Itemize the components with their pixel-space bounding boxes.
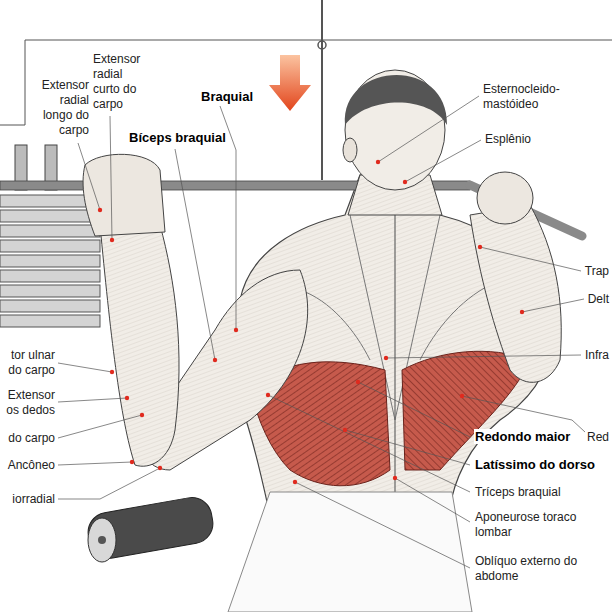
leader-dot — [98, 208, 102, 212]
leader-line — [358, 382, 470, 437]
muscle-label: Esplênio — [484, 132, 532, 147]
weight-plate — [0, 240, 100, 252]
muscle-label: iorradial — [2, 492, 56, 507]
leader-line — [58, 468, 160, 499]
leader-dot — [478, 245, 482, 249]
leader-dot — [384, 356, 388, 360]
muscle-label: tor ulnar do carpo — [2, 348, 56, 378]
leader-dot — [520, 310, 524, 314]
muscle-label: Ancôneo — [2, 458, 56, 473]
weight-plate — [0, 315, 100, 327]
leader-dot — [110, 370, 114, 374]
ear — [343, 138, 357, 162]
weight-plate — [0, 285, 100, 297]
weight-plate — [0, 270, 100, 282]
leader-dot — [266, 393, 270, 397]
frame-line — [0, 40, 612, 125]
seat-roller-end — [88, 518, 116, 562]
leader-dot — [110, 238, 114, 242]
weight-plate — [0, 210, 100, 222]
muscle-label: Extensor os dedos — [2, 388, 56, 418]
leader-dot — [140, 413, 144, 417]
leader-dot — [213, 358, 217, 362]
leader-line — [480, 247, 581, 271]
leader-line — [175, 149, 215, 360]
cable-ring — [318, 41, 326, 49]
seat-pad — [85, 494, 216, 562]
leader-dots — [98, 160, 524, 484]
leader-line — [58, 398, 127, 402]
weight-plate — [0, 255, 100, 267]
muscle-label: Trap — [584, 264, 610, 279]
muscle-label: Braquial — [200, 89, 254, 104]
leader-dot — [356, 380, 360, 384]
leader-line — [386, 355, 581, 358]
leader-dot — [343, 428, 347, 432]
leader-line — [110, 116, 112, 240]
leader-dot — [234, 328, 238, 332]
right-hand — [477, 172, 533, 224]
seat-roller-bolt — [98, 536, 106, 544]
muscle-label: Bíceps braquial — [128, 130, 227, 145]
weight-plate — [0, 225, 100, 237]
muscle-label: Extensor radial curto do carpo — [92, 52, 152, 112]
muscle-label: Tríceps braquial — [474, 485, 562, 500]
muscle-label: do carpo — [2, 431, 56, 446]
leader-dot — [130, 460, 134, 464]
left-forearm — [100, 225, 179, 466]
seat-roller — [85, 494, 216, 561]
muscle-label: Aponeurose toraco lombar — [474, 510, 586, 540]
leader-line — [522, 299, 584, 312]
leader-line — [78, 143, 100, 210]
leader-line — [268, 395, 470, 492]
muscle-label: Infra — [584, 348, 610, 363]
leader-line — [462, 396, 585, 432]
leader-dot — [293, 480, 297, 484]
leader-dot — [393, 476, 397, 480]
leader-dot — [125, 396, 129, 400]
leader-dot — [403, 180, 407, 184]
muscle-label: Redondo maior — [474, 429, 571, 444]
leader-line — [405, 140, 481, 182]
leader-dot — [376, 160, 380, 164]
scapula-outline — [300, 285, 490, 360]
muscle-label: Latíssimo do dorso — [474, 457, 596, 472]
leader-dot — [460, 394, 464, 398]
muscle-label: Red — [586, 430, 610, 445]
leader-line — [58, 415, 142, 438]
weight-plate — [0, 300, 100, 312]
leader-line — [378, 96, 479, 162]
leader-lines — [58, 96, 585, 568]
cable — [321, 0, 323, 180]
hair — [345, 75, 447, 125]
leader-line — [295, 482, 470, 568]
leader-line — [58, 462, 132, 465]
leader-dot — [158, 466, 162, 470]
muscle-label: Oblíquo externo do abdome — [474, 554, 586, 584]
leader-line — [345, 430, 470, 465]
shorts — [228, 492, 472, 612]
leader-line — [395, 478, 470, 522]
direction-arrow — [269, 55, 311, 111]
muscle-label: Extensor radial longo do carpo — [30, 78, 90, 138]
muscle-label: Delt — [587, 292, 610, 307]
muscle-label: Esternocleido- mastóideo — [482, 82, 584, 112]
leader-line — [58, 363, 112, 372]
spine-line — [394, 215, 395, 540]
